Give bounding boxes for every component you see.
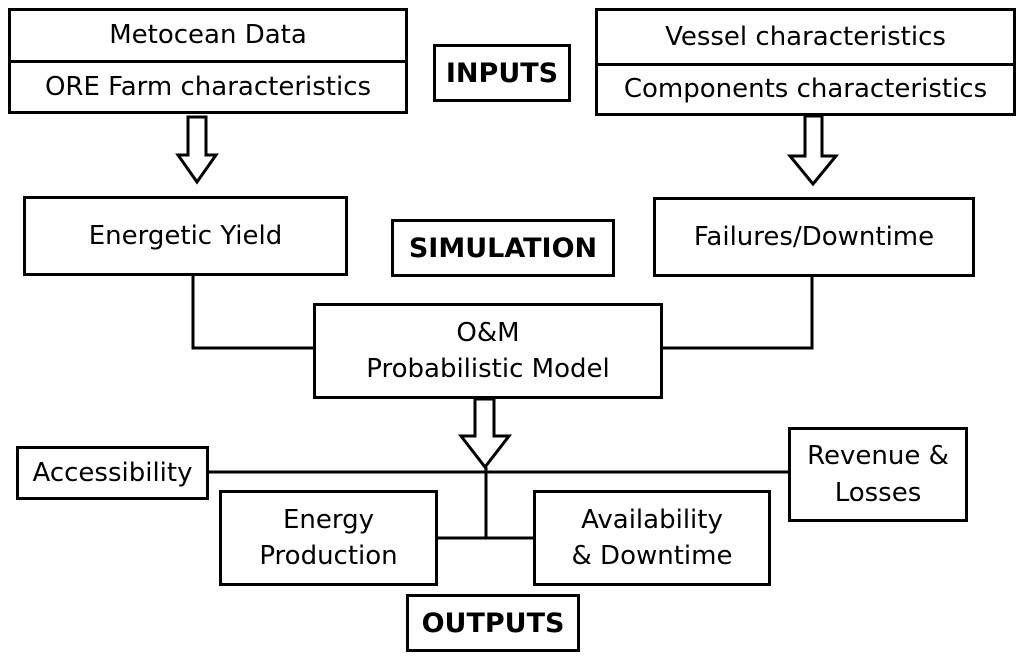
ore-farm-characteristics-box: ORE Farm characteristics bbox=[8, 60, 408, 114]
revenue-losses-box: Revenue & Losses bbox=[788, 427, 968, 522]
line-failures-to-model bbox=[662, 275, 814, 350]
outputs-label: OUTPUTS bbox=[406, 594, 580, 652]
energetic-yield-box: Energetic Yield bbox=[23, 196, 348, 276]
simulation-label: SIMULATION bbox=[391, 219, 615, 277]
energy-production-box: Energy Production bbox=[219, 490, 438, 586]
accessibility-box: Accessibility bbox=[16, 446, 209, 500]
arrow-right-inputs bbox=[786, 114, 840, 187]
availability-downtime-box: Availability & Downtime bbox=[533, 490, 771, 586]
om-probabilistic-model-box: O&M Probabilistic Model bbox=[313, 303, 663, 399]
arrow-left-inputs bbox=[175, 115, 219, 185]
inputs-label: INPUTS bbox=[433, 44, 571, 102]
line-yield-to-model bbox=[191, 275, 315, 350]
components-characteristics-box: Components characteristics bbox=[595, 63, 1016, 116]
vessel-characteristics-box: Vessel characteristics bbox=[595, 8, 1016, 66]
metocean-data-box: Metocean Data bbox=[8, 8, 408, 63]
failures-downtime-box: Failures/Downtime bbox=[653, 197, 975, 277]
arrow-model-to-outputs bbox=[457, 397, 513, 470]
